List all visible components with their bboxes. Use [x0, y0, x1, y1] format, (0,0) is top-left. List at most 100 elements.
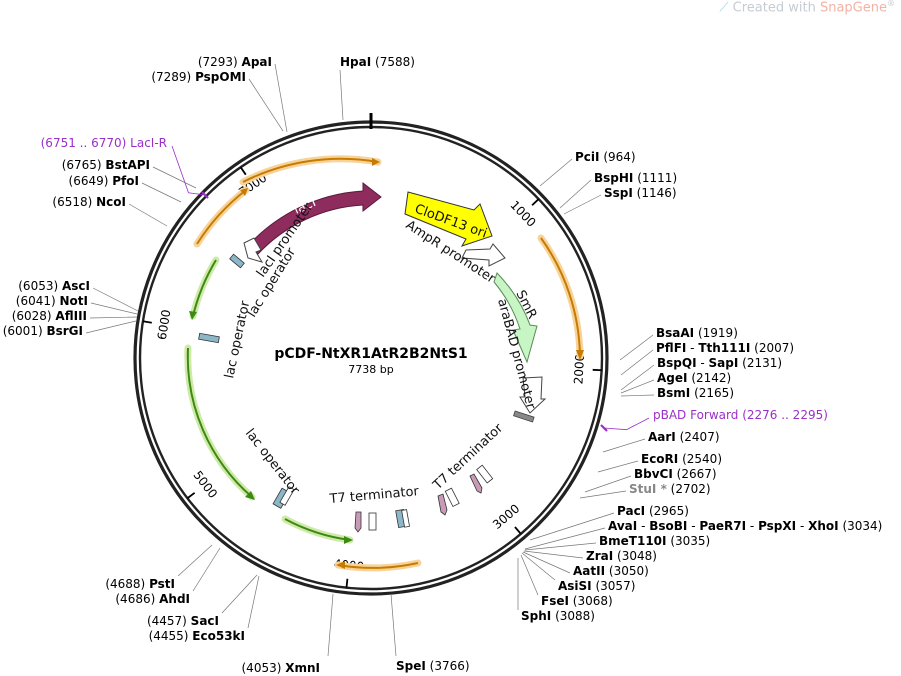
enzyme-leader-line: [327, 593, 334, 657]
enzyme-position: (3088): [555, 609, 595, 623]
enzyme-label[interactable]: (7289) PspOMI: [151, 70, 246, 84]
enzyme-name: StuI *: [629, 482, 668, 496]
primer-labels[interactable]: (6751 .. 6770) LacI-R pBAD Forward (2276 …: [41, 136, 828, 432]
enzyme-label[interactable]: (4457) SacI: [147, 614, 219, 628]
enzyme-leader-line: [597, 460, 639, 473]
enzyme-position: (2165): [694, 386, 734, 400]
primer-label[interactable]: (6751 .. 6770) LacI-R: [41, 136, 167, 150]
enzyme-labels[interactable]: (7293) ApaI(7289) PspOMI HpaI (7588) PciI …: [3, 55, 883, 675]
enzyme-label[interactable]: (4686) AhdI: [115, 592, 190, 606]
watermark-prefix: Created with: [732, 0, 820, 16]
enzyme-label[interactable]: AvaI - BsoBI - PaeR7I - PspXI - XhoI (30…: [608, 519, 882, 533]
feature-lac-operator-2[interactable]: [198, 332, 220, 344]
watermark-brand: SnapGene: [819, 0, 887, 16]
enzyme-position: (6001): [3, 324, 43, 338]
primer-leader-line: [171, 145, 206, 196]
enzyme-leader-line: [559, 179, 592, 209]
feature-ampr-promoter[interactable]: [461, 243, 506, 267]
enzyme-label[interactable]: BbvCI (2667): [634, 467, 717, 481]
feature-t7-terminator-3[interactable]: [469, 473, 483, 494]
enzyme-position: (4688): [105, 577, 145, 591]
enzyme-position: (3057): [595, 579, 635, 593]
enzyme-label[interactable]: SpeI (3766): [396, 659, 470, 673]
feature-clodf13-ori[interactable]: [404, 191, 493, 247]
enzyme-leader-line: [584, 475, 632, 493]
enzyme-position: (7293): [198, 55, 238, 69]
enzyme-name: SapI: [709, 356, 739, 370]
enzyme-position: (2667): [677, 467, 717, 481]
enzyme-label[interactable]: HpaI (7588): [340, 55, 415, 69]
enzyme-leader-line: [524, 527, 606, 550]
orf-right: [540, 237, 581, 357]
enzyme-label[interactable]: AgeI (2142): [657, 371, 731, 385]
enzyme-label[interactable]: BsmI (2165): [657, 386, 734, 400]
enzyme-leader-line: [522, 551, 571, 574]
orfs: [184, 155, 584, 572]
feature-t7-promoter-2[interactable]: [401, 509, 410, 528]
feature-t7-terminator-2[interactable]: [437, 493, 448, 516]
enzyme-label[interactable]: PciI (964): [575, 150, 636, 164]
feature-lac-operator-1[interactable]: [229, 253, 245, 269]
enzyme-label[interactable]: (6649) PfoI: [69, 174, 139, 188]
enzyme-label[interactable]: (6001) BsrGI: [3, 324, 83, 338]
enzyme-leader-line: [620, 364, 655, 391]
enzyme-label[interactable]: (4053) XmnI: [242, 661, 321, 675]
enzyme-label[interactable]: BmeT110I (3035): [599, 534, 710, 548]
enzyme-label[interactable]: (6518) NcoI: [52, 195, 126, 209]
enzyme-label[interactable]: FseI (3068): [541, 594, 613, 608]
orf-right-glow: [537, 234, 584, 360]
feature-laci[interactable]: [245, 181, 382, 255]
enzyme-leader-line: [579, 490, 627, 499]
enzyme-label[interactable]: (6028) AflIII: [12, 309, 87, 323]
scale-tick-mark: [345, 578, 349, 588]
enzyme-position: (4455): [149, 629, 189, 643]
feature-rbs-3[interactable]: [476, 464, 494, 484]
feature-arabad-promoter[interactable]: [519, 376, 547, 414]
enzyme-label[interactable]: BspQI - SapI (2131): [657, 356, 782, 370]
enzyme-name: PaeR7I: [699, 519, 746, 533]
scale-tick-label: 2000: [571, 353, 587, 384]
enzyme-label[interactable]: (6041) NotI: [16, 294, 88, 308]
enzyme-name: AgeI: [657, 371, 687, 385]
enzyme-leader-line: [221, 574, 258, 614]
enzyme-label[interactable]: (6053) AscI: [18, 279, 90, 293]
primer-label[interactable]: pBAD Forward (2276 .. 2295): [653, 408, 828, 422]
enzyme-label[interactable]: EcoRI (2540): [641, 452, 722, 466]
enzyme-leader-line: [89, 316, 138, 319]
enzyme-label[interactable]: PflFI - Tth111I (2007): [656, 341, 794, 355]
enzyme-leader-line: [521, 552, 556, 581]
feature-rbs-1[interactable]: [368, 512, 377, 531]
enzyme-label[interactable]: AarI (2407): [648, 430, 720, 444]
enzyme-label[interactable]: SphI (3088): [521, 609, 595, 623]
feature-rbs-2[interactable]: [444, 487, 460, 508]
primer-position: (2276 .. 2295): [742, 408, 828, 422]
enzyme-label[interactable]: StuI * (2702): [629, 482, 711, 496]
enzyme-label[interactable]: (7293) ApaI: [198, 55, 272, 69]
enzyme-name: EcoRI: [641, 452, 678, 466]
enzyme-label[interactable]: (4455) Eco53kI: [149, 629, 245, 643]
enzyme-label[interactable]: ZraI (3048): [586, 549, 657, 563]
feature-t7-terminator-1[interactable]: [354, 511, 362, 533]
feature-laci-promoter[interactable]: [243, 237, 264, 263]
enzyme-separator: -: [697, 356, 709, 370]
enzyme-position: (6028): [12, 309, 52, 323]
feature-t7-promoter-1[interactable]: [279, 486, 295, 506]
enzyme-label[interactable]: BsaAI (1919): [656, 326, 738, 340]
enzyme-label[interactable]: (6765) BstAPI: [62, 158, 150, 172]
enzyme-label[interactable]: AsiSI (3057): [558, 579, 635, 593]
enzyme-leader-line: [247, 575, 260, 629]
enzyme-name: Tth111I: [698, 341, 750, 355]
feature-smr[interactable]: [493, 272, 538, 364]
enzyme-label[interactable]: (4688) PstI: [105, 577, 175, 591]
enzyme-name: Eco53kI: [192, 629, 245, 643]
scale-tick-mark: [239, 166, 247, 176]
enzyme-name: PspOMI: [195, 70, 246, 84]
snapgene-watermark: ⟋ Created with SnapGene®: [719, 0, 895, 15]
enzyme-label[interactable]: AatII (3050): [573, 564, 649, 578]
feature-arac-bar[interactable]: [513, 410, 535, 423]
enzyme-label[interactable]: SspI (1146): [604, 186, 677, 200]
enzyme-label[interactable]: PacI (2965): [617, 504, 689, 518]
enzyme-name: BspQI: [657, 356, 697, 370]
enzyme-label[interactable]: BspHI (1111): [594, 171, 677, 185]
enzyme-position: (3034): [842, 519, 882, 533]
